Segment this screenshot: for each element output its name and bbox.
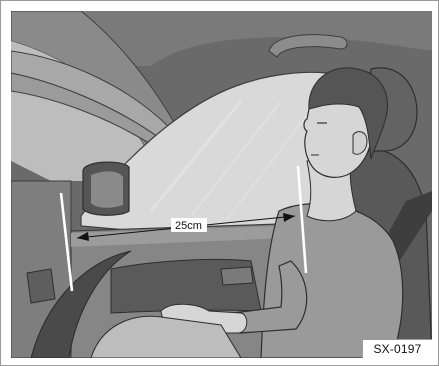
side-mirror-glass: [91, 171, 123, 207]
figure-code: SX-0197: [362, 339, 432, 358]
door-handle-recess: [221, 267, 253, 285]
door-vent: [27, 269, 55, 303]
driver-distance-illustration: 25cm: [11, 11, 432, 358]
measurement-label: 25cm: [175, 220, 202, 232]
